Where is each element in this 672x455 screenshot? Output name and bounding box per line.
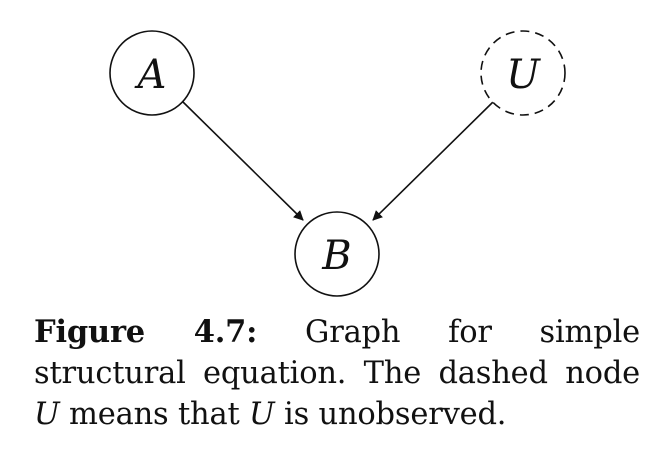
caption-var-1: U	[34, 397, 60, 432]
node-b-label: B	[321, 233, 351, 279]
node-u-label: U	[506, 52, 541, 98]
node-a-label: A	[134, 52, 167, 98]
node-a: A	[109, 30, 195, 116]
node-u: U	[480, 30, 566, 116]
causal-graph: A U B	[109, 30, 566, 297]
edge-a-to-b	[181, 100, 304, 221]
caption-label: Figure 4.7:	[34, 314, 258, 350]
caption-text-1: Graph for simple structural equation. Th…	[34, 315, 640, 391]
caption-text-2: means that	[59, 397, 249, 432]
figure-caption: Figure 4.7: Graph for simple structural …	[34, 312, 640, 435]
node-b: B	[294, 211, 380, 297]
edge-u-to-b	[372, 100, 495, 221]
caption-text-3: is unobserved.	[274, 397, 507, 432]
caption-var-2: U	[249, 397, 275, 432]
